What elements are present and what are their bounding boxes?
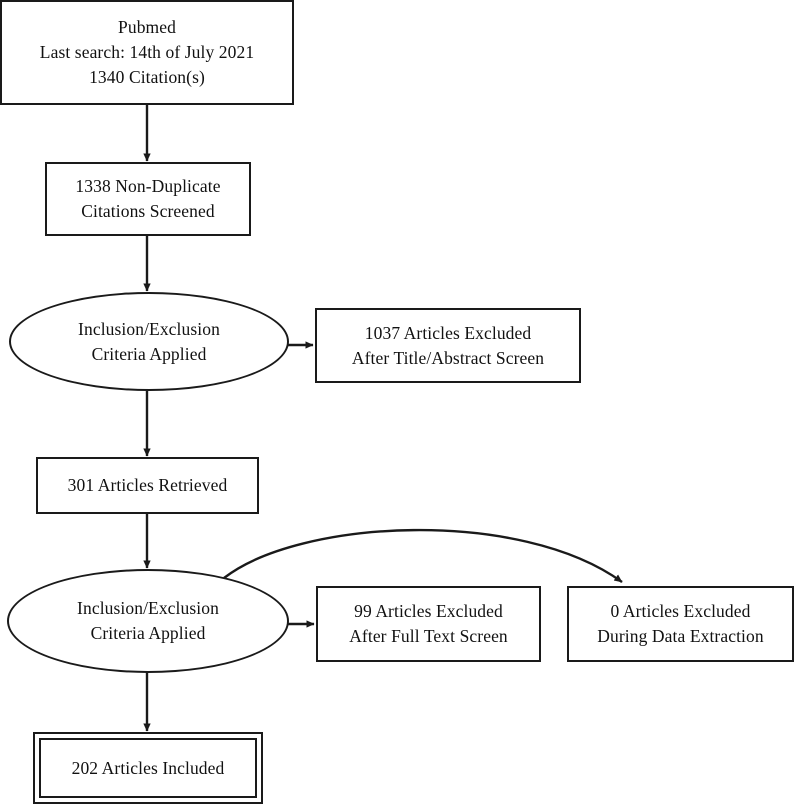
articles-included-box: 202 Articles Included (33, 732, 263, 804)
articles-retrieved-line-1: 301 Articles Retrieved (67, 475, 228, 496)
inclusion-exclusion-criteria-ellipse-2: Inclusion/Exclusion Criteria Applied (7, 569, 289, 673)
non-duplicate-citations-line-2: Citations Screened (81, 201, 215, 221)
pubmed-source-line-1: Pubmed (118, 17, 176, 38)
excluded-after-full-text-box: 99 Articles Excluded After Full Text Scr… (316, 586, 541, 662)
criteria-2-line-2: Criteria Applied (90, 623, 206, 643)
non-duplicate-citations-line-1: 1338 Non-Duplicate (75, 176, 221, 197)
criteria-1-line-1: Inclusion/Exclusion (78, 318, 220, 339)
excluded-data-extraction-line-1: 0 Articles Excluded (610, 601, 751, 622)
excluded-title-abstract-line-1: 1037 Articles Excluded (364, 322, 532, 343)
pubmed-source-box: Pubmed Last search: 14th of July 2021 13… (0, 0, 294, 105)
excluded-full-text-line-1: 99 Articles Excluded (354, 601, 503, 622)
edge-criteria2-to-excluded-data-extraction (223, 528, 623, 583)
non-duplicate-citations-box: 1338 Non-Duplicate Citations Screened (45, 162, 251, 236)
pubmed-source-line-3: 1340 Citation(s) (89, 66, 205, 87)
articles-included-line-1: 202 Articles Included (71, 757, 225, 778)
criteria-1-line-2: Criteria Applied (91, 343, 207, 364)
pubmed-source-line-2: Last search: 14th of July 2021 (39, 42, 255, 63)
excluded-during-data-extraction-box: 0 Articles Excluded During Data Extracti… (567, 586, 794, 662)
inclusion-exclusion-criteria-ellipse-1: Inclusion/Exclusion Criteria Applied (9, 292, 289, 391)
excluded-title-abstract-line-2: After Title/Abstract Screen (351, 347, 545, 368)
excluded-full-text-line-2: After Full Text Screen (349, 626, 508, 646)
excluded-data-extraction-line-2: During Data Extraction (597, 626, 764, 646)
articles-included-inner-frame: 202 Articles Included (39, 738, 257, 798)
articles-retrieved-box: 301 Articles Retrieved (36, 457, 259, 514)
excluded-after-title-abstract-box: 1037 Articles Excluded After Title/Abstr… (315, 308, 581, 383)
criteria-2-line-1: Inclusion/Exclusion (77, 598, 219, 619)
